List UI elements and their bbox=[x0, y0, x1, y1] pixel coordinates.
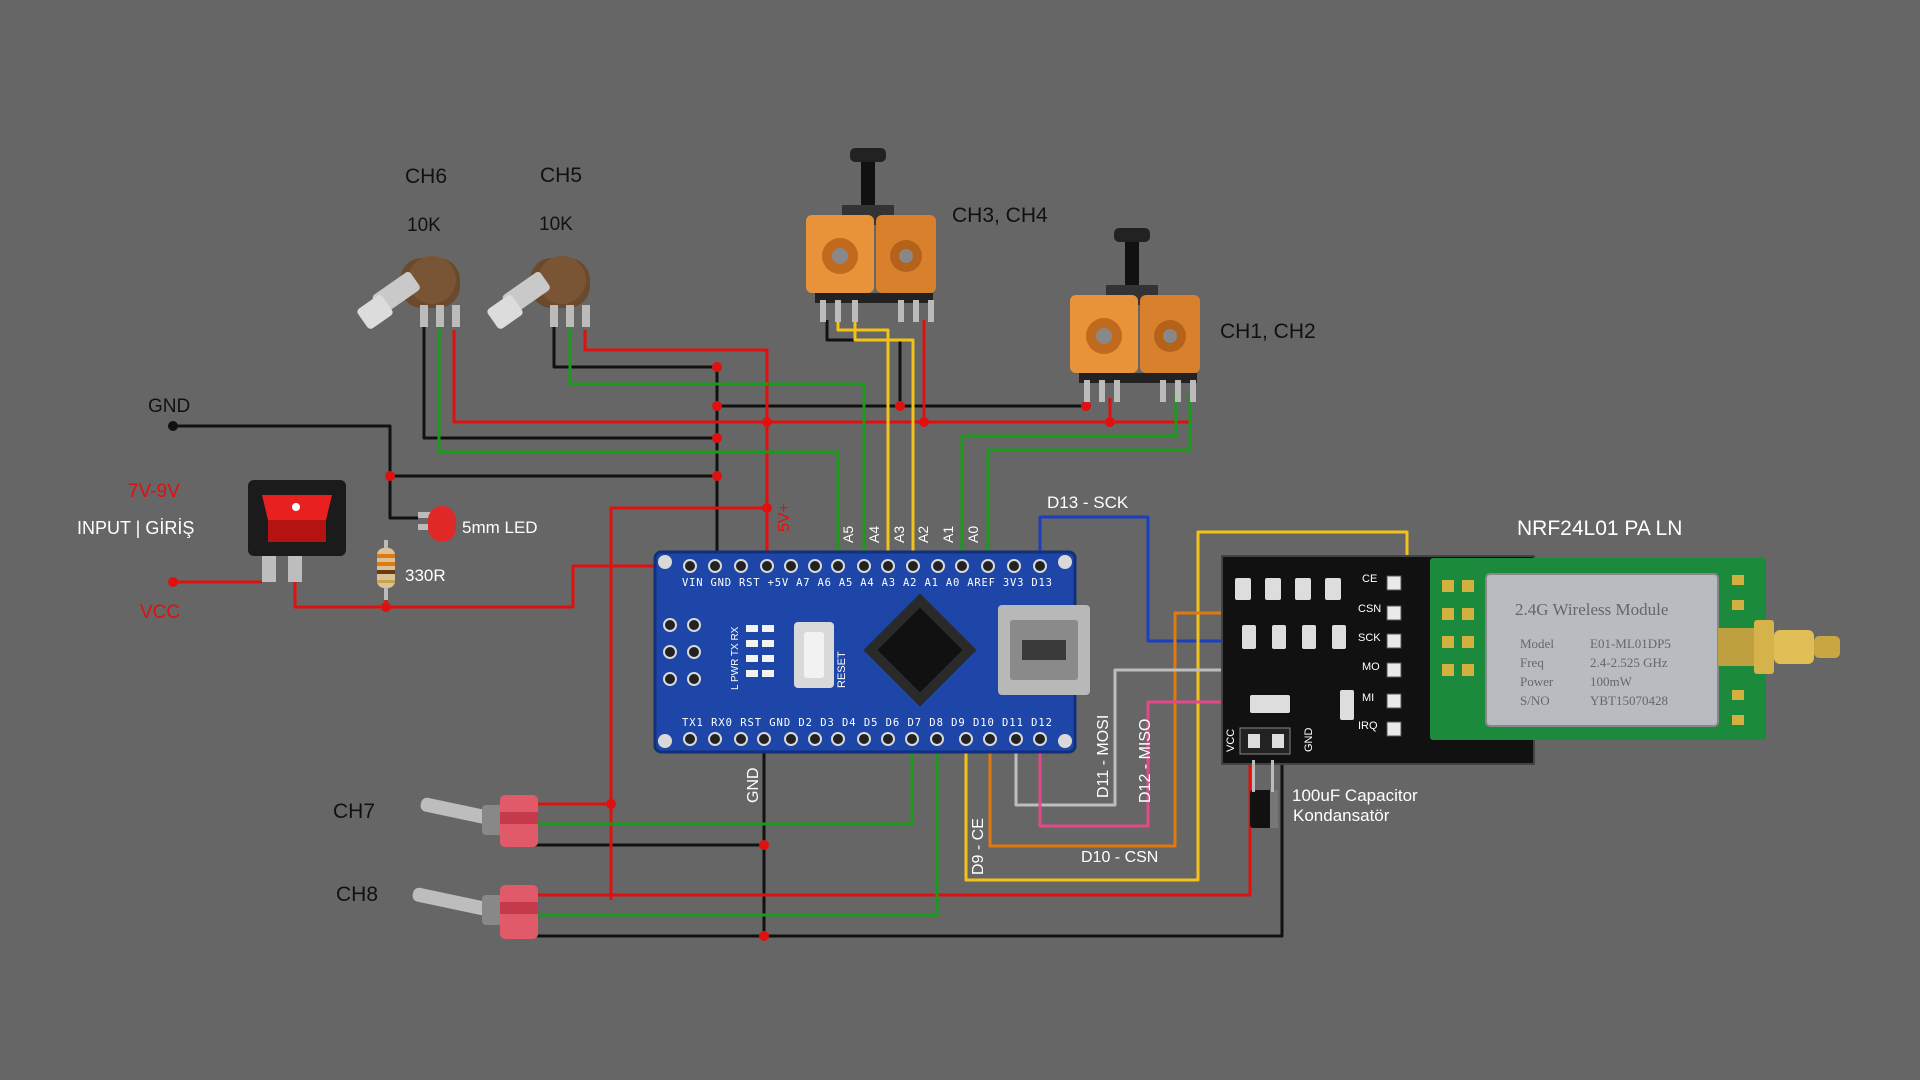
vcc-terminal bbox=[168, 577, 178, 587]
nano-bottom-pin-labels: TX1 RX0 RST GND D2 D3 D4 D5 D6 D7 D8 D9 … bbox=[682, 717, 1052, 729]
d10-csn-label: D10 - CSN bbox=[1081, 849, 1158, 866]
pot5-value-label: 10K bbox=[539, 214, 573, 235]
potentiometer-ch6 bbox=[357, 256, 460, 329]
nrf-pin-vcc: VCC bbox=[1225, 729, 1237, 752]
red-led bbox=[418, 506, 456, 542]
rf-sno-key: S/NO bbox=[1520, 693, 1550, 708]
led-gnd-wire bbox=[388, 476, 418, 520]
resistor-330r bbox=[377, 540, 395, 600]
ch7-label: CH7 bbox=[333, 800, 375, 823]
nrf-pin-ce: CE bbox=[1362, 573, 1377, 585]
a0-label: A0 bbox=[965, 526, 981, 543]
capacitor-100uf bbox=[1250, 760, 1278, 828]
pot6-value-label: 10K bbox=[407, 215, 441, 236]
rf-power-value: 100mW bbox=[1590, 674, 1633, 689]
nrf-pin-irq: IRQ bbox=[1358, 720, 1378, 732]
ch3-ch4-label: CH3, CH4 bbox=[952, 204, 1048, 227]
ch8-signal-wire bbox=[535, 739, 939, 917]
nrf-pin-mo: MO bbox=[1362, 661, 1380, 673]
pot6-vcc-wire bbox=[452, 330, 1108, 424]
pot6-gnd-wire bbox=[422, 326, 717, 440]
switch2-vcc-wire bbox=[535, 740, 1252, 897]
gnd-label: GND bbox=[148, 396, 190, 417]
gnd-wire bbox=[173, 424, 717, 478]
capacitor-label: 100uF Capacitor bbox=[1292, 786, 1418, 805]
pot5-gnd-wire bbox=[552, 326, 717, 369]
rf-sno-value: YBT15070428 bbox=[1590, 693, 1668, 708]
rf-model-key: Model bbox=[1520, 636, 1554, 651]
ch1-ch2-label: CH1, CH2 bbox=[1220, 320, 1316, 343]
resistor-label: 330R bbox=[405, 566, 446, 585]
vcc-label: VCC bbox=[140, 602, 180, 623]
five-v-label: 5V+ bbox=[776, 503, 793, 532]
toggle-switch-ch8 bbox=[412, 885, 538, 939]
nano-top-pin-labels: VIN GND RST +5V A7 A6 A5 A4 A3 A2 A1 A0 … bbox=[682, 577, 1052, 589]
d12-miso-label: D12 - MISO bbox=[1137, 719, 1154, 803]
toggle-switch-ch7 bbox=[420, 795, 538, 847]
a2-label: A2 bbox=[915, 526, 931, 543]
mini-usb-port bbox=[998, 605, 1090, 695]
rf-model-value: E01-ML01DP5 bbox=[1590, 636, 1671, 651]
nrf-title-label: NRF24L01 PA LN bbox=[1517, 517, 1682, 540]
a4-label: A4 bbox=[866, 526, 882, 543]
joy34-gnd-wire bbox=[717, 320, 902, 408]
nrf-pin-sck: SCK bbox=[1358, 632, 1381, 644]
nano-reset-label: RESET bbox=[836, 651, 848, 688]
vin-wire bbox=[384, 564, 690, 609]
input-voltage-label: 7V-9V bbox=[128, 481, 180, 502]
junction-dots bbox=[381, 362, 1115, 941]
nano-led-labels: L PWR TX RX bbox=[730, 626, 741, 690]
pot5-signal-wire bbox=[568, 326, 866, 566]
joy34-x-wire bbox=[836, 320, 890, 566]
potentiometer-ch5 bbox=[487, 256, 590, 329]
led-label: 5mm LED bbox=[462, 518, 538, 537]
joy34-y-wire bbox=[853, 320, 915, 566]
ce-wire bbox=[964, 530, 1409, 882]
rf-freq-value: 2.4-2.525 GHz bbox=[1590, 655, 1668, 670]
pot6-signal-wire bbox=[437, 326, 840, 566]
joy12-y-wire bbox=[986, 392, 1192, 566]
rf-freq-key: Freq bbox=[1520, 655, 1544, 670]
nrf-pin-mi: MI bbox=[1362, 692, 1374, 704]
d13-sck-label: D13 - SCK bbox=[1047, 493, 1129, 512]
ch7-signal-wire bbox=[535, 739, 914, 826]
gnd-pin-label: GND bbox=[745, 767, 762, 803]
nrf24l01-module: CE CSN SCK MO MI IRQ VCC GND 2.4G Wirele… bbox=[1221, 555, 1840, 765]
ch6-label: CH6 bbox=[405, 165, 447, 188]
power-rocker-switch bbox=[248, 480, 346, 582]
nano-top-pins bbox=[683, 559, 1047, 573]
ch8-label: CH8 bbox=[336, 883, 378, 906]
joy12-gnd-wire bbox=[900, 395, 1088, 408]
fivev-bus bbox=[609, 506, 767, 900]
a5-label: A5 bbox=[840, 526, 856, 543]
nrf-pin-gnd: GND bbox=[1303, 728, 1315, 753]
battery-wire bbox=[293, 560, 384, 609]
joystick-ch1-ch2 bbox=[1070, 228, 1200, 402]
input-label: INPUT | GİRİŞ bbox=[77, 518, 194, 538]
mosi-wire bbox=[1014, 668, 1402, 807]
capacitor-label-tr: Kondansatör bbox=[1293, 806, 1390, 825]
d11-mosi-label: D11 - MOSI bbox=[1095, 715, 1112, 798]
pot5-vcc-wire bbox=[583, 330, 769, 566]
nano-bottom-pins bbox=[683, 732, 1047, 746]
rf-module-title: 2.4G Wireless Module bbox=[1515, 600, 1668, 619]
sma-antenna-connector bbox=[1718, 620, 1840, 674]
joystick-ch3-ch4 bbox=[806, 148, 936, 322]
d9-ce-label: D9 - CE bbox=[970, 818, 987, 875]
switch2-gnd-wire bbox=[535, 758, 1284, 938]
a1-label: A1 bbox=[940, 526, 956, 543]
nrf-pin-csn: CSN bbox=[1358, 603, 1381, 615]
gnd-terminal bbox=[168, 421, 178, 431]
a3-label: A3 bbox=[891, 526, 907, 543]
arduino-nano: VIN GND RST +5V A7 A6 A5 A4 A3 A2 A1 A0 … bbox=[653, 550, 1090, 754]
rf-power-key: Power bbox=[1520, 674, 1554, 689]
ch5-label: CH5 bbox=[540, 164, 582, 187]
joy12-x-wire bbox=[960, 392, 1178, 566]
